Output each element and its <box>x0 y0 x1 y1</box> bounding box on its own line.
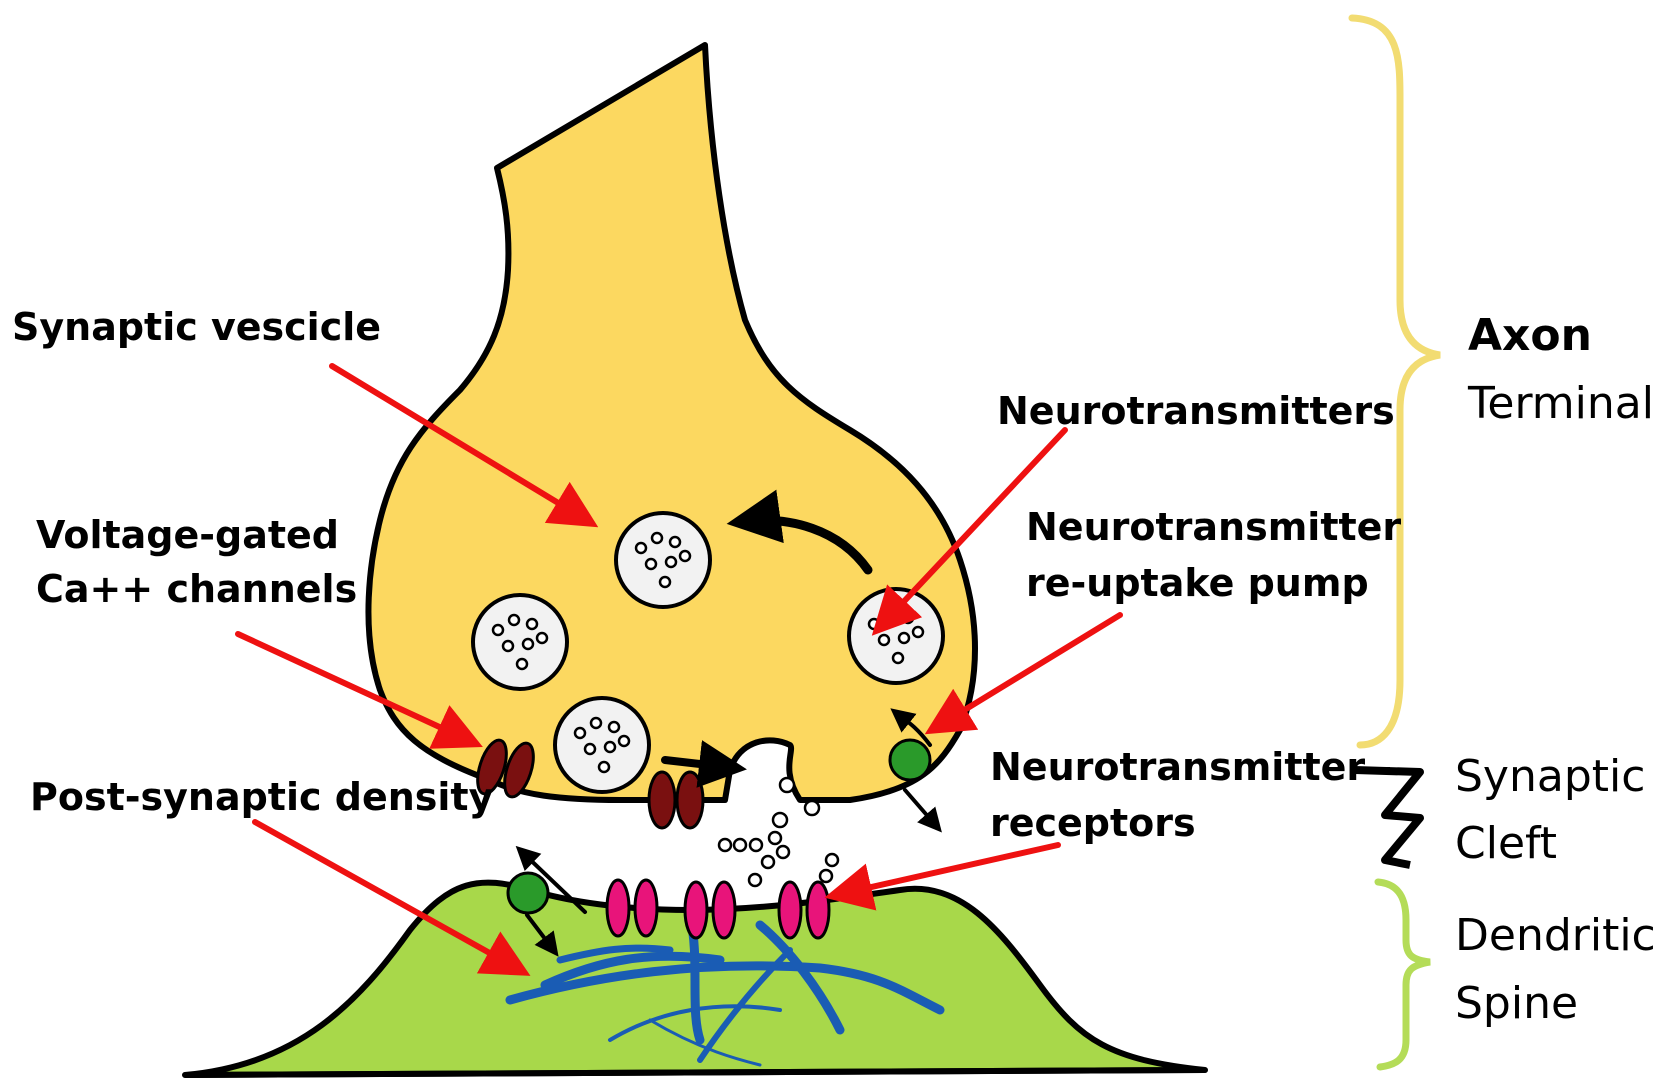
synaptic-vesicle-bottom <box>555 698 649 792</box>
reuptake-pump-axon <box>890 740 930 780</box>
axon-terminal-brace <box>1352 18 1440 745</box>
region-axon-terminal-2: Terminal <box>1467 378 1654 429</box>
dendritic-spine-brace <box>1378 882 1430 1067</box>
cleft-neurotransmitters <box>719 832 838 886</box>
label-receptors-2: receptors <box>990 801 1196 845</box>
synaptic-vesicle-right <box>849 589 943 683</box>
region-synaptic-cleft-1: Synaptic <box>1455 751 1645 802</box>
region-dendritic-spine-2: Spine <box>1455 978 1578 1029</box>
label-reuptake-2: re-uptake pump <box>1026 561 1369 605</box>
label-vg-channels-1: Voltage-gated <box>36 513 339 557</box>
axon-terminal-body <box>368 45 975 800</box>
receptors <box>607 880 829 938</box>
region-synaptic-cleft-2: Cleft <box>1455 818 1557 869</box>
label-neurotransmitters: Neurotransmitters <box>997 389 1395 433</box>
region-dendritic-spine-1: Dendritic <box>1455 910 1656 961</box>
label-receptors-1: Neurotransmitter <box>990 745 1365 789</box>
reuptake-pump-spine <box>508 873 548 913</box>
label-vg-channels-2: Ca++ channels <box>36 567 357 611</box>
region-axon-terminal-1: Axon <box>1468 310 1592 361</box>
label-synaptic-vesicle: Synaptic vescicle <box>12 305 381 349</box>
synaptic-vesicle-top <box>616 513 710 607</box>
synaptic-vesicle-left <box>473 595 567 689</box>
label-post-synaptic-density: Post-synaptic density <box>30 775 494 819</box>
label-reuptake-1: Neurotransmitter <box>1026 505 1401 549</box>
